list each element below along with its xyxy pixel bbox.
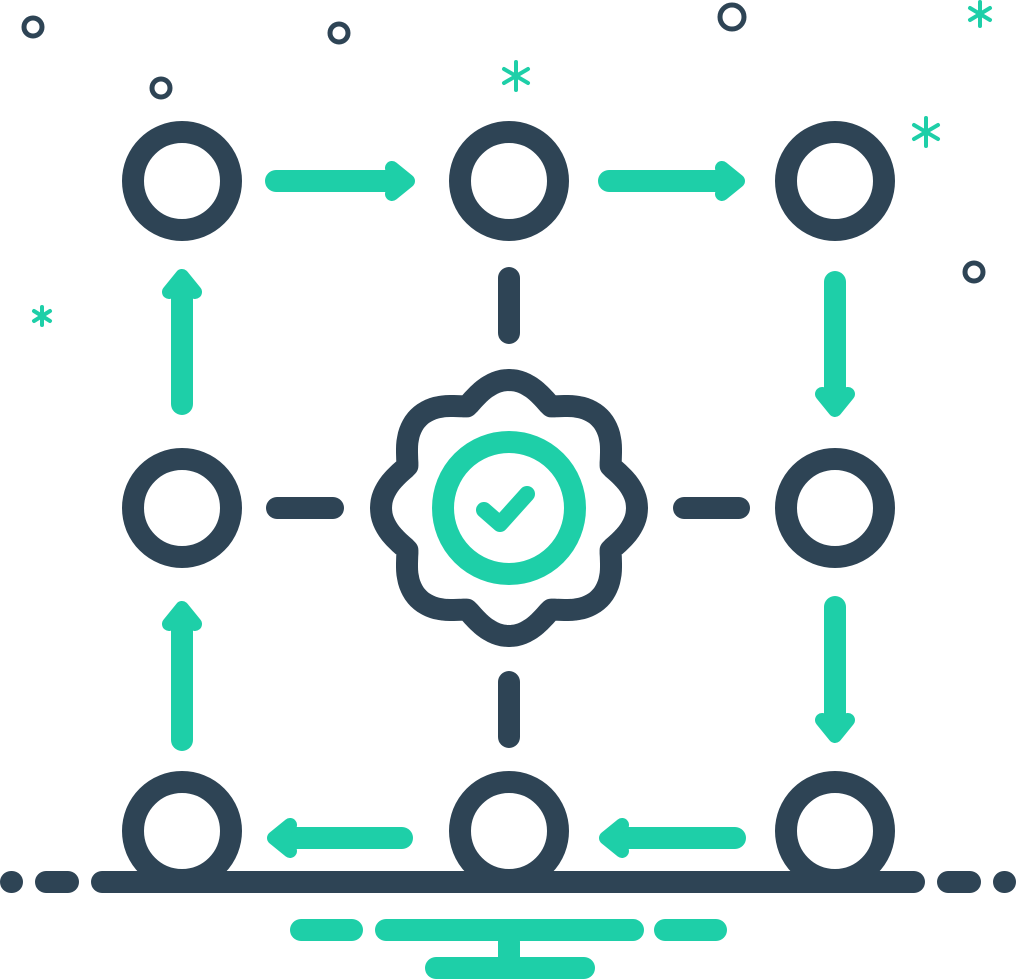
sparkle-icon	[32, 305, 52, 327]
flow-arrows	[162, 161, 855, 858]
decor-dot	[717, 2, 747, 32]
process-nodes	[122, 121, 895, 891]
node-middle-right	[775, 448, 895, 568]
check-badge-ring	[432, 431, 586, 585]
sparkle-icon	[912, 116, 940, 148]
arrow-left-icon	[599, 818, 746, 858]
decor-sparkles	[32, 0, 992, 327]
node-bottom-left	[122, 771, 242, 891]
node-top-right	[775, 121, 895, 241]
arrow-down-icon	[815, 596, 855, 743]
gear-with-checkmark-icon	[370, 369, 648, 647]
gear-outline	[370, 369, 648, 647]
node-top-center	[449, 121, 569, 241]
arrow-right-icon	[265, 161, 415, 201]
base-stand	[290, 919, 727, 979]
arrow-down-icon	[815, 271, 855, 417]
arrow-left-icon	[267, 818, 413, 858]
decor-dot	[327, 21, 351, 45]
arrow-right-icon	[598, 161, 745, 201]
decor-dot	[21, 15, 45, 39]
checkmark-icon	[476, 486, 535, 532]
decor-dot	[149, 76, 173, 100]
sparkle-icon	[968, 0, 992, 28]
arrow-up-icon	[162, 601, 202, 751]
arrow-up-icon	[162, 269, 202, 415]
node-middle-left	[122, 448, 242, 568]
gear-connectors	[266, 267, 750, 748]
decor-dot	[962, 260, 986, 284]
node-bottom-center	[449, 771, 569, 891]
node-top-left	[122, 121, 242, 241]
node-bottom-right	[775, 771, 895, 891]
decor-dots	[21, 2, 986, 284]
sparkle-icon	[502, 60, 530, 92]
